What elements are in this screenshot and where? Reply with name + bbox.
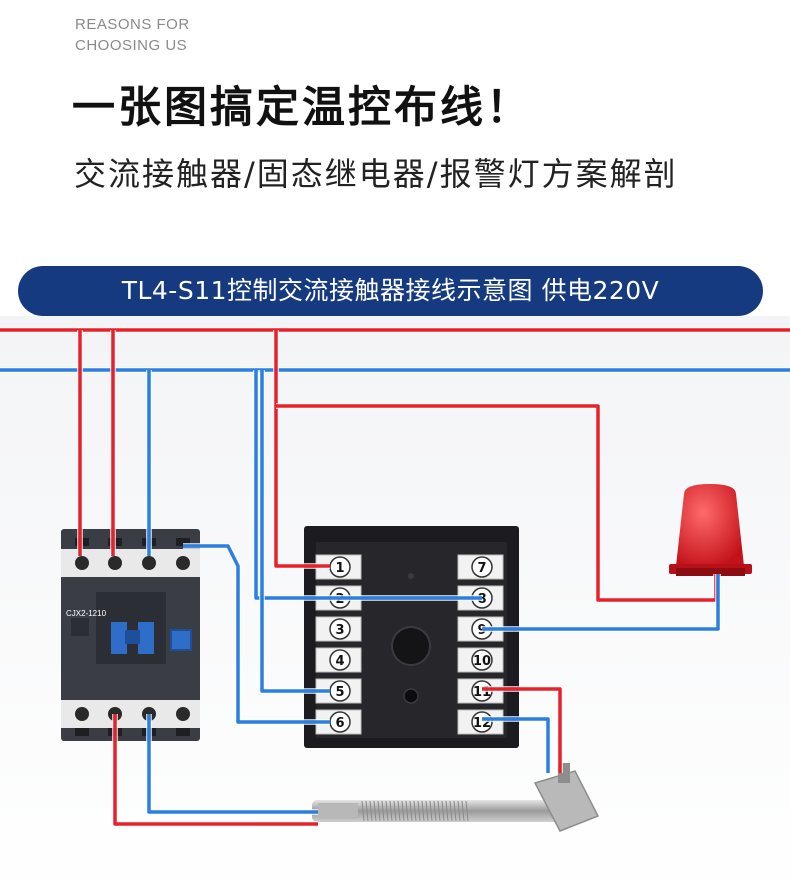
- diagram-banner: TL4-S11控制交流接触器接线示意图 供电220V: [18, 266, 763, 316]
- screw-icon: [75, 707, 89, 721]
- wires: [0, 327, 790, 827]
- controller-knob-icon: [391, 626, 431, 666]
- thermocouple-minus-wire: [482, 717, 550, 773]
- page-title: 一张图搞定温控布线！: [72, 83, 532, 133]
- eyebrow-line-1: REASONS FOR: [75, 16, 190, 33]
- terminal-label: 4: [335, 654, 344, 669]
- lamp-neutral-wire: [482, 574, 720, 631]
- eyebrow: REASONS FOR CHOOSING US: [75, 14, 190, 56]
- ac-contactor: CJX2-1210: [61, 529, 200, 741]
- terminal-label: 3: [335, 623, 344, 638]
- screw-icon: [142, 556, 156, 570]
- terminal-label: 7: [477, 561, 486, 576]
- eyebrow-line-2: CHOOSING US: [75, 37, 188, 54]
- terminal-4: 4: [315, 647, 362, 673]
- terminal-3: 3: [315, 616, 362, 642]
- load-neutral-wire: [147, 714, 318, 814]
- controller-screw-hole-icon: [403, 688, 419, 704]
- screw-icon: [75, 556, 89, 570]
- terminal-label: 1: [335, 561, 344, 576]
- load-live-wire: [113, 714, 318, 826]
- terminal-2-wire: [254, 370, 482, 600]
- alarm-lamp-icon: [669, 484, 752, 576]
- terminal-label: 6: [335, 716, 344, 731]
- thermocouple-plus-wire: [482, 687, 562, 773]
- screw-icon: [176, 556, 190, 570]
- thermocouple-probe-icon: [312, 763, 600, 832]
- page-subtitle: 交流接触器/固态继电器/报警灯方案解剖: [74, 155, 678, 193]
- terminal-label: 10: [473, 654, 491, 669]
- terminal-label: 5: [335, 685, 344, 700]
- terminal-10: 10: [457, 647, 504, 673]
- screw-icon: [108, 556, 122, 570]
- contactor-model-label: CJX2-1210: [66, 609, 107, 618]
- coil-to-terminal-6-wire: [183, 544, 330, 724]
- terminal-7: 7: [457, 554, 504, 580]
- terminal-5-wire: [260, 370, 330, 693]
- screw-icon: [176, 707, 190, 721]
